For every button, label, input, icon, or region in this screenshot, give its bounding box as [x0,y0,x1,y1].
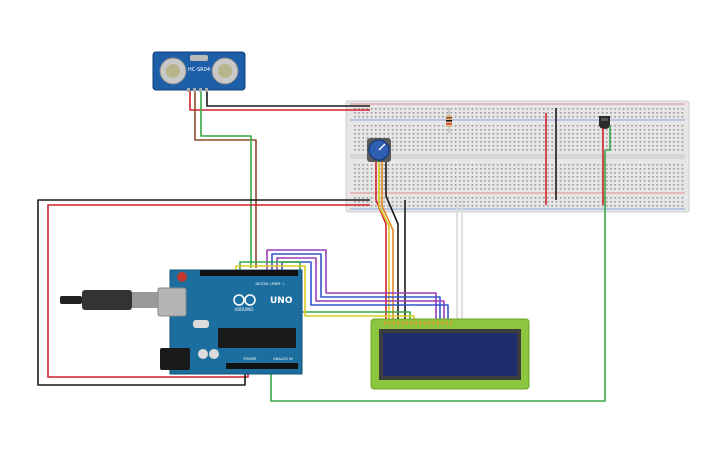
wire-sensor-gnd [206,90,370,107]
wire-pot-1 [375,162,387,322]
analog-label: ANALOG IN [273,357,293,361]
arduino-brand: UNO [270,296,293,306]
sensor-label: HC-SR04 [188,67,210,73]
wire-d-blue2 [281,261,449,322]
arduino-logo [233,294,256,306]
lcd-pins [384,321,453,325]
temperature-sensor [599,116,610,129]
wire-power-black [37,199,370,386]
wire-power-red [47,204,370,378]
wire-temp-signal [605,126,611,151]
wire-d-purple [266,249,437,322]
digital-label: DIGITAL (PWM~) [255,282,285,286]
wire-sensor-echo [200,90,252,268]
wire-d-yellow [235,265,415,322]
wire-sensor-trig [194,90,257,268]
power-label: POWER [244,357,258,361]
lcd-display [370,318,530,390]
ultrasonic-sensor: HC-SR04 [152,51,246,92]
breadboard-holes [354,108,684,207]
potentiometer [367,138,391,162]
wire-sensor-vcc [189,90,370,111]
arduino-board: UNO ARDUINO DIGITAL (PWM~) POWER ANALOG … [157,269,303,375]
breadboard [345,100,690,213]
wire-pot-2 [378,162,390,322]
usb-cable [60,290,166,310]
wire-pot-3 [381,162,394,322]
resistor [446,108,452,133]
arduino-sub: ARDUINO [235,307,254,312]
wire-pot-4 [385,162,399,322]
wire-analog [270,150,606,402]
